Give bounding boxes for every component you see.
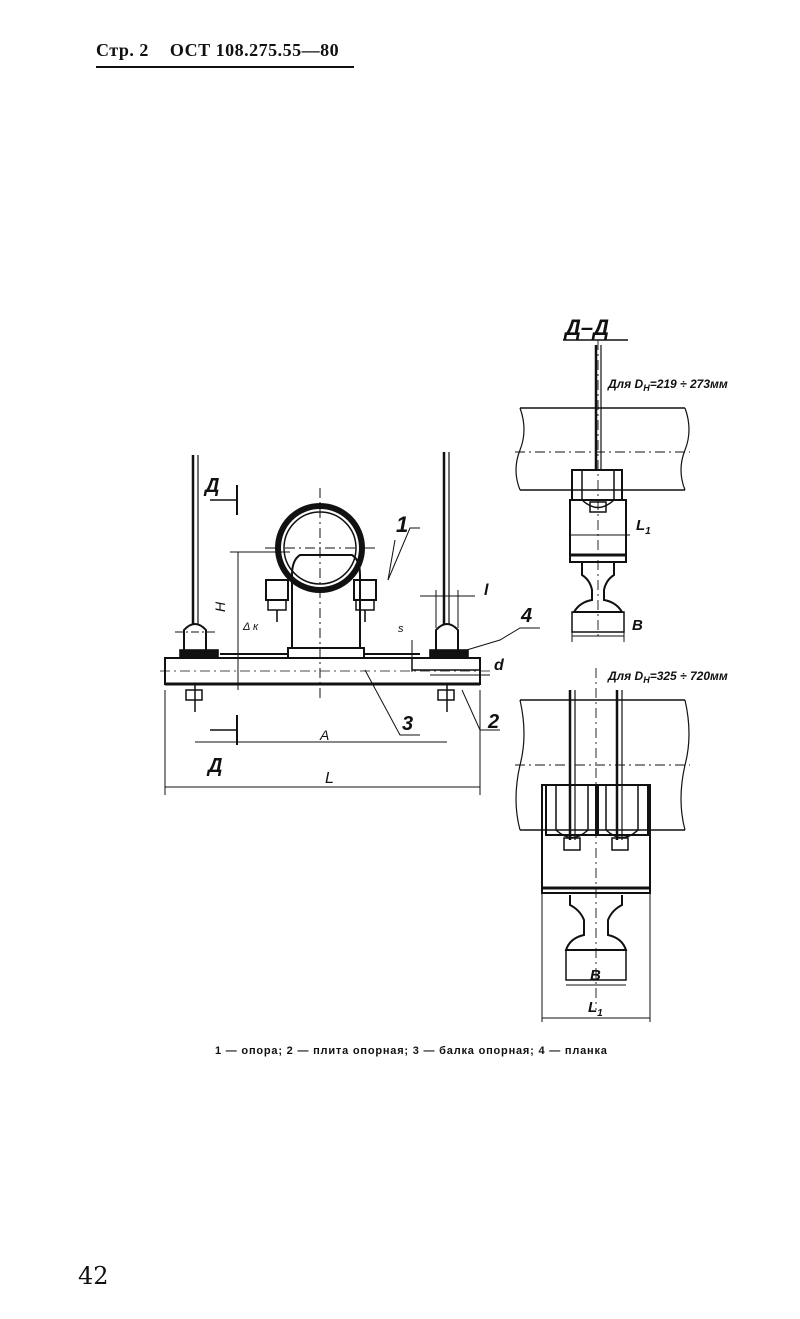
note-small-pipes: Для DН=219 ÷ 273мм [607,377,728,393]
page-number-label: Стр. 2 [96,40,149,60]
section-view-small [515,340,690,642]
cut-label-top: Д [203,475,219,497]
section-title: Д–Д [563,315,609,340]
header-underline [96,66,354,68]
dim-s: s [398,623,404,635]
figure-caption: 1 — опора; 2 — плита опорная; 3 — балка … [215,1045,608,1057]
dim-l: l [484,582,489,599]
position-3: 3 [402,713,413,735]
dim-B-top: B [632,617,643,634]
dim-B-bottom: B [590,967,601,984]
standard-code: ОСТ 108.275.55—80 [169,40,340,60]
dim-H: H [212,601,228,612]
dim-dk: Δ к [242,621,259,633]
cut-label-bottom: Д [206,755,222,777]
dim-L1-bottom: L1 [588,999,603,1019]
section-view-large [515,668,690,1022]
dim-A: A [319,727,329,743]
position-4: 4 [520,605,532,627]
dim-d: d [494,657,505,674]
dim-L1-top: L1 [636,517,651,537]
position-2: 2 [487,711,499,733]
note-large-pipes: Для DН=325 ÷ 720мм [607,669,728,685]
position-1: 1 [396,512,408,537]
page-header: Стр. 2 ОСТ 108.275.55—80 [96,40,355,61]
support-plate [287,647,365,659]
handwritten-page-number: 42 [78,1262,109,1290]
front-view [160,452,540,795]
plank [411,657,481,671]
dim-L: L [325,770,334,787]
